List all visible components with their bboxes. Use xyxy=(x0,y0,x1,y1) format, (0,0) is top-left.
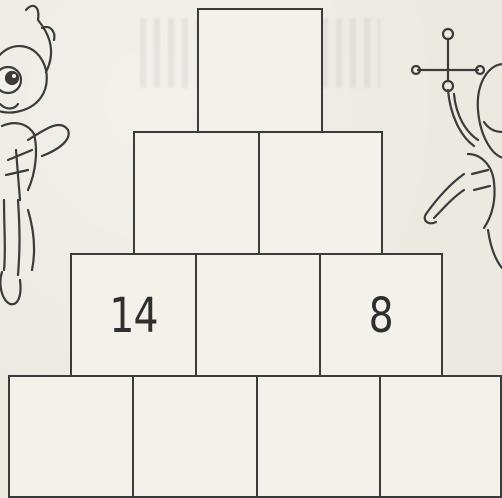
pyramid-cell-row1-col1[interactable] xyxy=(8,375,134,498)
pyramid-cell-row2-col3[interactable]: 8 xyxy=(319,253,443,378)
pyramid-cell-row1-col3[interactable] xyxy=(256,375,381,498)
pyramid-cell-row3-col1[interactable] xyxy=(133,131,260,256)
pyramid-cell-row1-col2[interactable] xyxy=(132,375,258,498)
robot-monkey-character-icon xyxy=(408,24,502,284)
pyramid-cell-value: 8 xyxy=(369,292,393,340)
pyramid-cell-row1-col4[interactable] xyxy=(379,375,502,498)
pyramid-cell-row3-col2[interactable] xyxy=(258,131,383,256)
pyramid-cell-top[interactable] xyxy=(197,8,323,133)
pyramid-cell-value: 14 xyxy=(109,292,157,340)
pyramid-cell-row2-col1[interactable]: 14 xyxy=(70,253,197,378)
pyramid-cell-row2-col2[interactable] xyxy=(195,253,321,378)
